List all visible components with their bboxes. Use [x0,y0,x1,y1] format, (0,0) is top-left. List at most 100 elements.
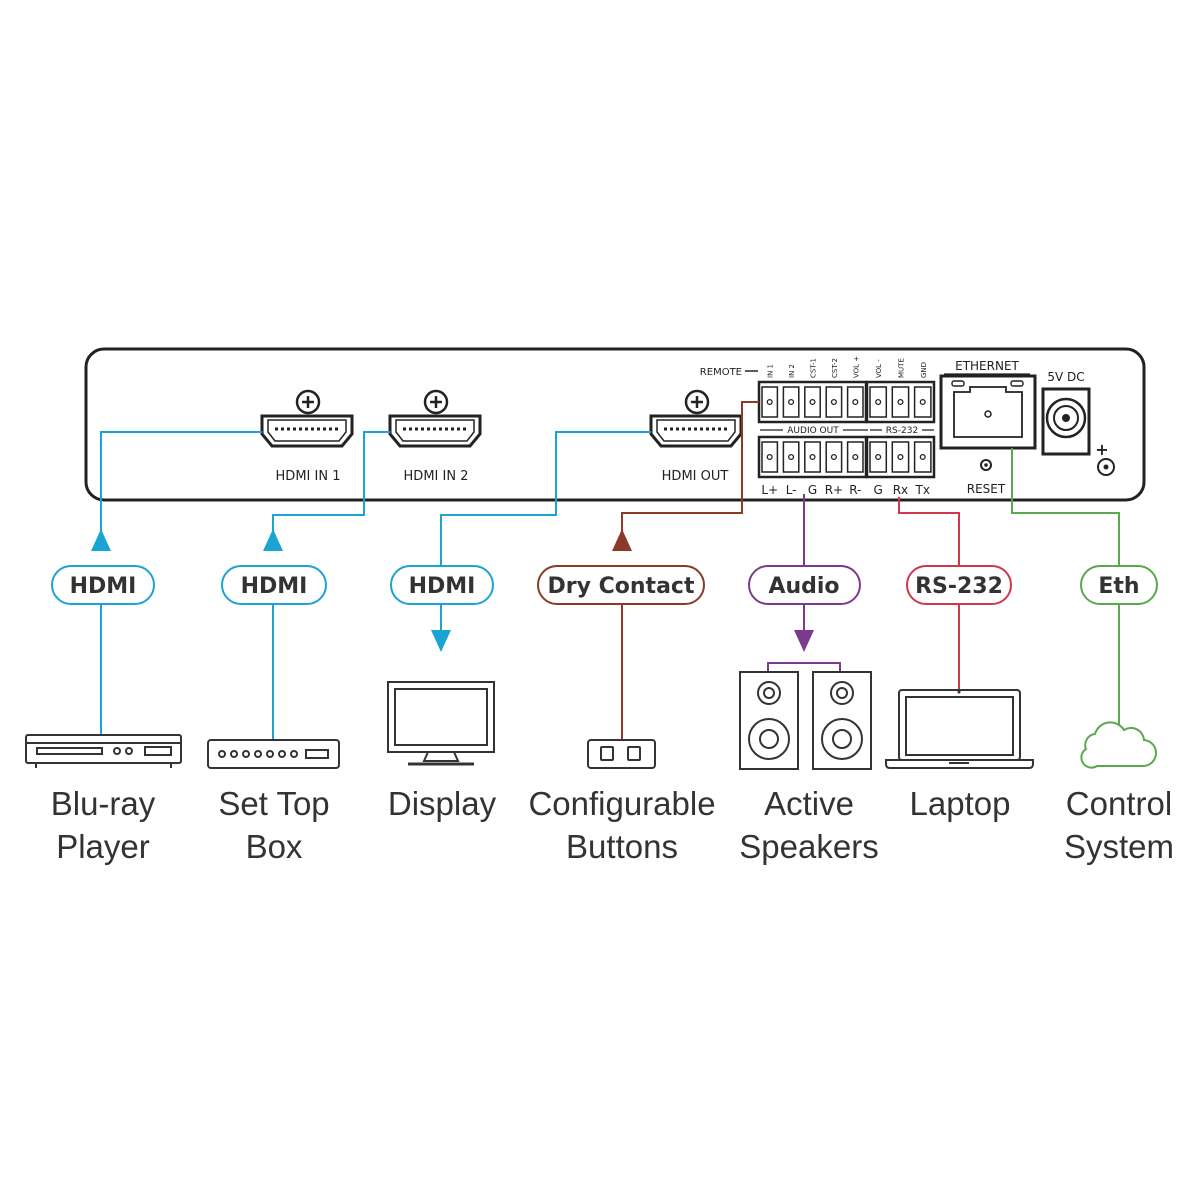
device-label-speakers-line2: Speakers [739,828,878,865]
device-label-laptop: Laptop [910,785,1011,822]
remote-pin-label: VOL + [852,356,860,378]
rs232-pin-label: Tx [915,483,930,497]
ethernet-line [1011,448,1120,566]
set-top-box-hdmi-line [272,431,390,545]
remote-screw-7 [919,398,926,406]
device-label-set-top-line1: Set Top [218,785,329,822]
display-hdmi-line [440,431,651,566]
audio-rs232-pin-5 [869,441,888,473]
audio-rs232-screw-7 [919,453,926,461]
pill-rs232: RS-232 [915,574,1003,599]
remote-pin-label: CST-2 [831,358,839,378]
audio-rs232-screw-2 [809,453,816,461]
device-label-display: Display [388,785,497,822]
audio-rs232-screw-6 [897,453,904,461]
audio-rs232-screw-4 [852,453,859,461]
audio-rs232-pin-2 [804,441,821,473]
arrow-up-dry-contact [612,529,632,551]
speakers-icon [739,671,872,770]
arrow-down-display [431,630,451,652]
arrow-down-audio [794,630,814,652]
device-label-speakers-line1: Active [764,785,854,822]
rs232-pin-label: Rx [893,483,908,497]
remote-pin-label: VOL - [875,359,883,378]
hdmi-in-1-port: HDMI IN 1 [260,389,354,484]
set-top-box-icon [207,739,340,769]
audio-rs232-pin-7 [913,441,932,473]
arrow-up-blu-ray [91,529,111,551]
audio-pin-label: L+ [761,483,778,497]
audio-rs232-pin-0 [761,441,779,473]
pill-dry-contact: Dry Contact [548,574,695,599]
blu-ray-player-icon [25,734,182,768]
pill-eth: Eth [1098,574,1139,599]
remote-screw-1 [788,398,795,406]
pill-hdmi-1: HDMI [70,574,137,599]
display-icon [387,681,495,766]
remote-screw-0 [766,398,773,406]
remote-pin-7 [913,386,932,418]
remote-pin-1 [782,386,800,418]
audio-rs232-pin-3 [825,441,843,473]
hdmi-in-2-label: HDMI IN 2 [404,469,469,484]
pill-audio: Audio [768,574,839,599]
hdmi-in-2-port: HDMI IN 2 [388,389,482,484]
connection-lines [100,401,1120,740]
rs232-block-label: RS-232 [886,426,918,436]
audio-rs232-pin-1 [782,441,800,473]
remote-screw-2 [809,398,816,406]
audio-out-label: AUDIO OUT [787,426,839,436]
power-polarity-label: + [1095,440,1108,459]
remote-pin-label: MUTE [897,358,905,378]
rs232-pin-label: G [873,483,882,497]
device-label-blu-ray-line2: Player [56,828,150,865]
hdmi-out-label: HDMI OUT [662,469,729,484]
audio-rs232-screw-0 [766,453,773,461]
device-label-blu-ray-line1: Blu-ray [51,785,156,822]
pill-hdmi-3: HDMI [409,574,476,599]
dry-contact-line [621,401,759,545]
remote-screw-5 [875,398,882,406]
remote-pin-label: CST-1 [810,358,818,378]
remote-pin-label: GND [920,362,928,378]
device-label-buttons-line1: Configurable [528,785,715,822]
ethernet-port: ETHERNET RESET [939,359,1037,496]
remote-screw-4 [852,398,859,406]
power-port: 5V DC + [1041,370,1115,476]
audio-rs232-pin-4 [846,441,864,473]
remote-label: REMOTE [700,367,742,378]
arrow-up-set-top-box [263,529,283,551]
remote-pin-label: IN 1 [767,364,775,378]
device-label-set-top-line2: Box [246,828,303,865]
audio-rs232-screw-1 [788,453,795,461]
pill-hdmi-2: HDMI [241,574,308,599]
reset-label: RESET [967,482,1006,496]
remote-screw-3 [830,398,837,406]
remote-pin-2 [804,386,821,418]
hdmi-in-1-label: HDMI IN 1 [276,469,341,484]
audio-pin-label: R- [849,483,861,497]
audio-rs232-pin-6 [891,441,910,473]
rs232-line [898,497,960,566]
remote-pin-4 [846,386,864,418]
device-label-buttons-line2: Buttons [566,828,678,865]
cloud-icon [1080,721,1157,769]
buttons-icon [587,739,656,769]
arrows [91,529,814,652]
connection-pills: HDMI HDMI HDMI Dry Contact Audio RS-232 … [51,565,1158,605]
power-label: 5V DC [1047,370,1084,384]
device-label-control-line1: Control [1066,785,1172,822]
remote-pin-0 [761,386,779,418]
device-label-control-line2: System [1064,828,1174,865]
audio-pin-label: R+ [825,483,843,497]
audio-pin-label: L- [786,483,797,497]
laptop-icon [885,689,1034,769]
audio-rs232-screw-3 [830,453,837,461]
audio-rs232-terminal-block: AUDIO OUT RS-232 L+ L- G R+ R- G Rx Tx [757,424,936,497]
audio-pin-label: G [808,483,817,497]
remote-pin-6 [891,386,910,418]
remote-screw-6 [897,398,904,406]
blu-ray-hdmi-line [100,431,262,545]
